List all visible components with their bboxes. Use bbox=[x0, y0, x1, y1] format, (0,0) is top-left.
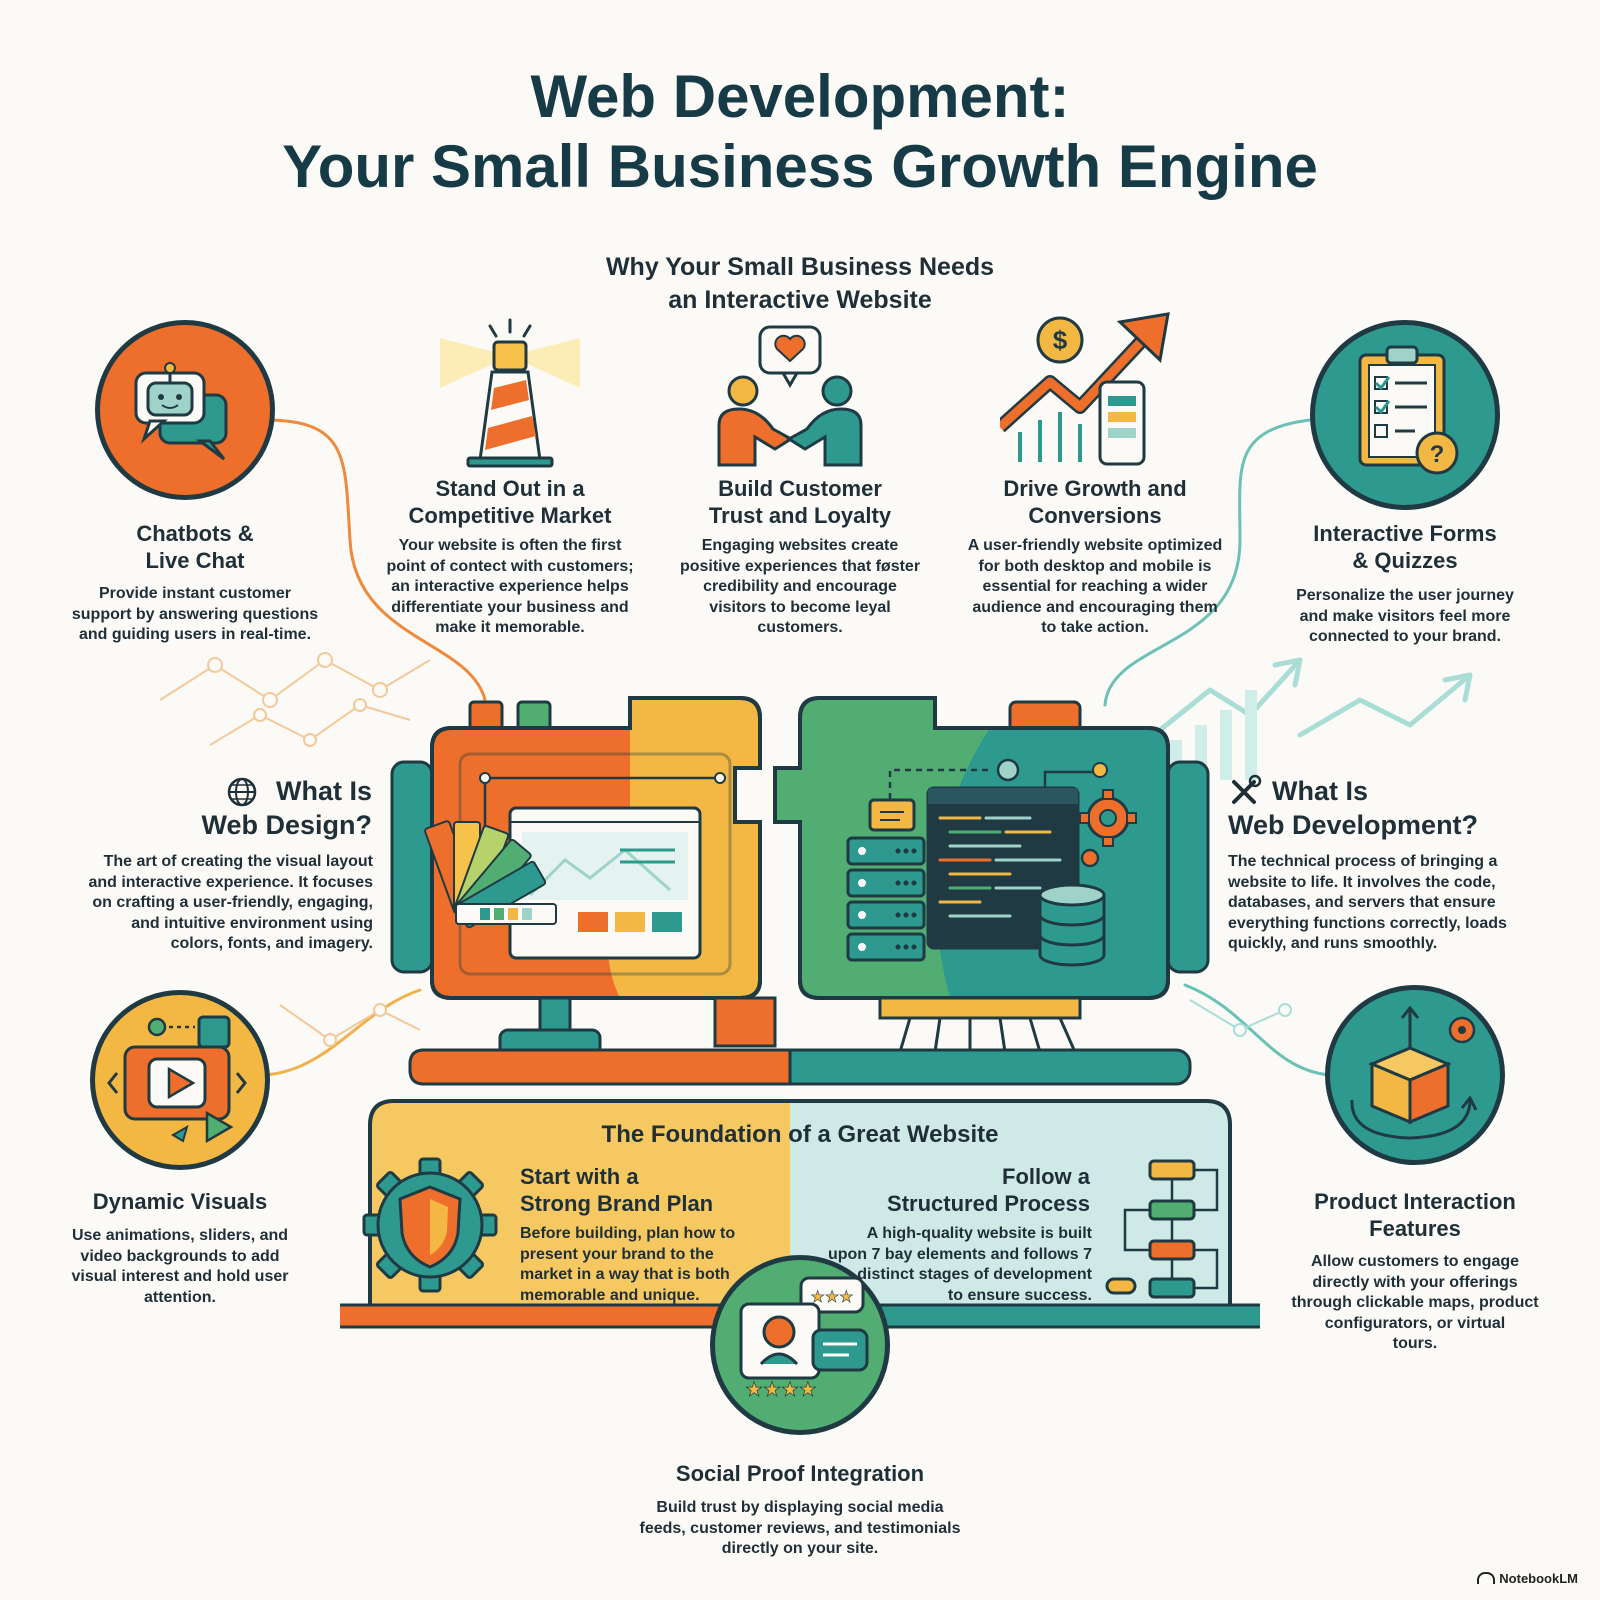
svg-text:★★★: ★★★ bbox=[810, 1287, 853, 1306]
brand-title-line2: Strong Brand Plan bbox=[520, 1191, 714, 1216]
chatbot-icon bbox=[134, 362, 228, 461]
social-circle: ★★★ ★★★★ bbox=[710, 1255, 890, 1435]
page-subtitle: Your Small Business Growth Engine bbox=[282, 133, 1318, 200]
why-item-3-title-line2: Conversions bbox=[1028, 503, 1162, 528]
why-item-1-title-line2: Competitive Market bbox=[408, 503, 612, 528]
shield-gear-icon bbox=[362, 1157, 498, 1293]
svg-text:★★★★: ★★★★ bbox=[745, 1377, 817, 1401]
visuals-circle bbox=[90, 990, 270, 1170]
design-title-line2: Web Design? bbox=[201, 810, 372, 840]
product-circle bbox=[1325, 985, 1505, 1165]
foundation-heading: The Foundation of a Great Website bbox=[601, 1121, 999, 1148]
forms-title-line1: Interactive Forms bbox=[1313, 521, 1497, 546]
process-title-line1: Follow a bbox=[1002, 1164, 1090, 1189]
why-heading-line2: an Interactive Website bbox=[668, 286, 932, 314]
why-item-2-title-line2: Trust and Loyalty bbox=[708, 503, 892, 528]
social-title: Social Proof Integration bbox=[675, 1461, 925, 1486]
product-title-line2: Features bbox=[1369, 1216, 1461, 1241]
page-title: Web Development: bbox=[530, 63, 1070, 130]
notebooklm-badge: NotebookLM bbox=[1477, 1571, 1578, 1586]
reviews-icon: ★★★ ★★★★ bbox=[739, 1276, 869, 1401]
notebooklm-logo-icon bbox=[1477, 1572, 1496, 1584]
why-item-3-title-line1: Drive Growth and bbox=[1003, 476, 1187, 501]
forms-title-line2: & Quizzes bbox=[1352, 548, 1458, 573]
flowchart-icon bbox=[1105, 1159, 1219, 1299]
video-play-icon bbox=[107, 1015, 247, 1144]
central-machine-illustration bbox=[390, 696, 1210, 1086]
why-item-2-title-line1: Build Customer bbox=[718, 476, 882, 501]
brand-title-line1: Start with a bbox=[520, 1164, 639, 1189]
forms-circle: ? bbox=[1310, 320, 1500, 510]
handshake-icon bbox=[717, 325, 863, 467]
visuals-title: Dynamic Visuals bbox=[92, 1189, 268, 1214]
product-title-line1: Product Interaction bbox=[1314, 1189, 1516, 1214]
lighthouse-icon bbox=[440, 318, 580, 468]
why-heading-line1: Why Your Small Business Needs bbox=[605, 253, 995, 281]
dev-title-line1: What Is bbox=[1272, 776, 1369, 806]
growth-chart-icon: $ bbox=[1000, 312, 1170, 466]
globe-icon bbox=[227, 777, 257, 807]
dev-title-line2: Web Development? bbox=[1228, 810, 1479, 840]
process-title-line2: Structured Process bbox=[887, 1191, 1090, 1216]
svg-text:?: ? bbox=[1430, 441, 1445, 468]
svg-text:$: $ bbox=[1053, 325, 1068, 355]
tools-icon bbox=[1232, 774, 1262, 804]
product-box-icon bbox=[1350, 1005, 1478, 1140]
chatbot-circle bbox=[95, 320, 275, 500]
chatbots-title-line1: Chatbots & bbox=[136, 521, 254, 546]
design-title-line1: What Is bbox=[275, 776, 372, 806]
chatbots-title-line2: Live Chat bbox=[145, 548, 245, 573]
why-item-1-title-line1: Stand Out in a bbox=[435, 476, 585, 501]
clipboard-quiz-icon: ? bbox=[1358, 345, 1459, 475]
